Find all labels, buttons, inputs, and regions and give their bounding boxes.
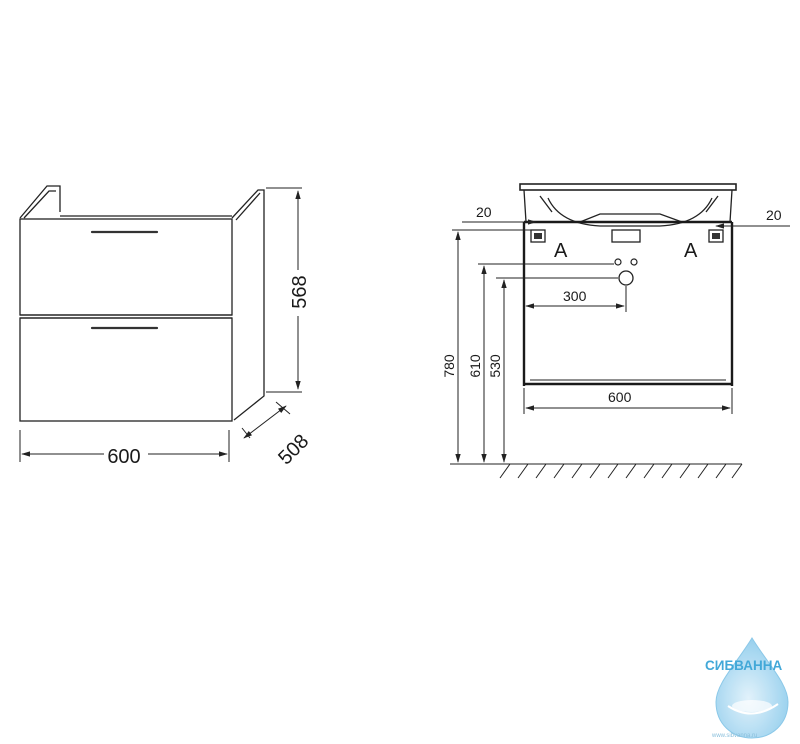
right-offset-dimension: 20: [715, 207, 790, 229]
drain-outlet-icon: [618, 270, 634, 286]
cabinet-height-label: 568: [289, 275, 311, 308]
cabinet-width-label: 600: [107, 446, 140, 468]
drain-offset-label: 300: [563, 288, 587, 304]
water-supply-right-icon: [630, 258, 638, 266]
cabinet-body: [19, 185, 265, 421]
front-width-label: 600: [608, 389, 632, 405]
basin: [519, 183, 737, 243]
left-offset-label: 20: [476, 204, 492, 220]
section-mark-right: A: [684, 240, 698, 262]
cabinet-height-dimension: 568: [266, 187, 311, 393]
cabinet-perspective-view: 600 568 508: [19, 185, 313, 469]
upper-drawer-front: [19, 218, 233, 316]
height-530-dimension: 530: [487, 277, 618, 463]
drain-offset-dimension: 300: [525, 286, 627, 312]
water-drop-logo-icon: [715, 637, 789, 739]
section-mark-left: A: [554, 240, 568, 262]
watermark-url: www.sibvanna.ru: [711, 733, 757, 739]
lower-drawer-front: [19, 317, 233, 422]
right-offset-label: 20: [766, 207, 782, 223]
front-width-dimension: 600: [523, 388, 733, 414]
sibvanna-watermark: СИБВАННА www.sibvanna.ru: [705, 637, 789, 739]
cabinet-depth-dimension: 508: [241, 401, 313, 469]
height-530-label: 530: [487, 354, 503, 378]
cabinet-depth-label: 508: [274, 430, 313, 469]
height-610-dimension: 610: [467, 263, 614, 463]
height-610-label: 610: [467, 354, 483, 378]
cabinet-width-dimension: 600: [19, 430, 230, 468]
height-780-label: 780: [441, 354, 457, 378]
cabinet-frame: [522, 220, 734, 386]
floor-line: [450, 463, 743, 479]
height-780-dimension: 780: [441, 229, 532, 463]
watermark-brand: СИБВАННА: [705, 658, 782, 673]
left-offset-dimension: 20: [462, 204, 537, 225]
water-supply-left-icon: [614, 258, 622, 266]
front-installation-view: A A 20 20 300 600: [441, 183, 790, 479]
